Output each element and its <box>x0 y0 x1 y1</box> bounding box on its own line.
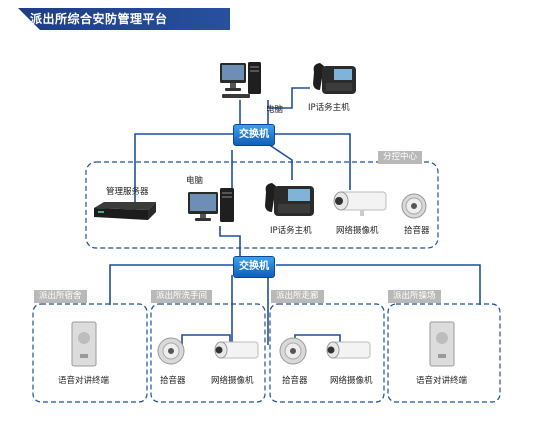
zone3-camera-label: 网络摄像机 <box>330 376 373 386</box>
title-banner <box>18 8 230 30</box>
server-label: 管理服务器 <box>106 187 149 197</box>
page-title: 派出所综合安防管理平台 <box>30 12 168 26</box>
sub-phone-label: IP话务主机 <box>270 226 312 236</box>
core-switch: 交换机 <box>233 124 275 146</box>
sub-mic-label: 拾音器 <box>404 226 430 236</box>
zone-tag-washroom: 派出所洗手间 <box>151 290 213 303</box>
intercom-terminal-icon <box>429 321 455 367</box>
intercom-terminal-icon <box>71 321 97 367</box>
zone2-camera-label: 网络摄像机 <box>211 376 254 386</box>
zone1-device-label: 语音对讲终端 <box>58 376 110 386</box>
server-icon <box>94 202 156 220</box>
zone2-mic-label: 拾音器 <box>160 376 186 386</box>
computer-icon <box>188 188 234 222</box>
sub-camera-label: 网络摄像机 <box>336 226 379 236</box>
microphone-icon <box>401 193 427 219</box>
microphone-icon <box>279 337 307 365</box>
top-phone-label: IP话务主机 <box>308 103 350 113</box>
zone-tag-playground: 派出所操场 <box>388 290 441 303</box>
camera-icon <box>214 341 259 359</box>
subcenter-tag: 分控中心 <box>378 151 423 164</box>
zone-tag-dormitory: 派出所宿舍 <box>34 290 87 303</box>
zone4-device-label: 语音对讲终端 <box>416 376 468 386</box>
sub-pc-label: 电脑 <box>186 176 204 186</box>
camera-icon <box>326 341 371 359</box>
top-pc-label: 电脑 <box>266 105 284 115</box>
ip-phone-icon <box>313 63 356 94</box>
computer-icon <box>220 62 261 98</box>
zone3-mic-label: 拾音器 <box>282 376 308 386</box>
zone-tag-corridor: 派出所走廊 <box>271 290 324 303</box>
microphone-icon <box>157 337 185 365</box>
ip-phone-icon <box>265 183 314 216</box>
access-switch: 交换机 <box>233 256 275 278</box>
camera-icon <box>333 191 387 216</box>
